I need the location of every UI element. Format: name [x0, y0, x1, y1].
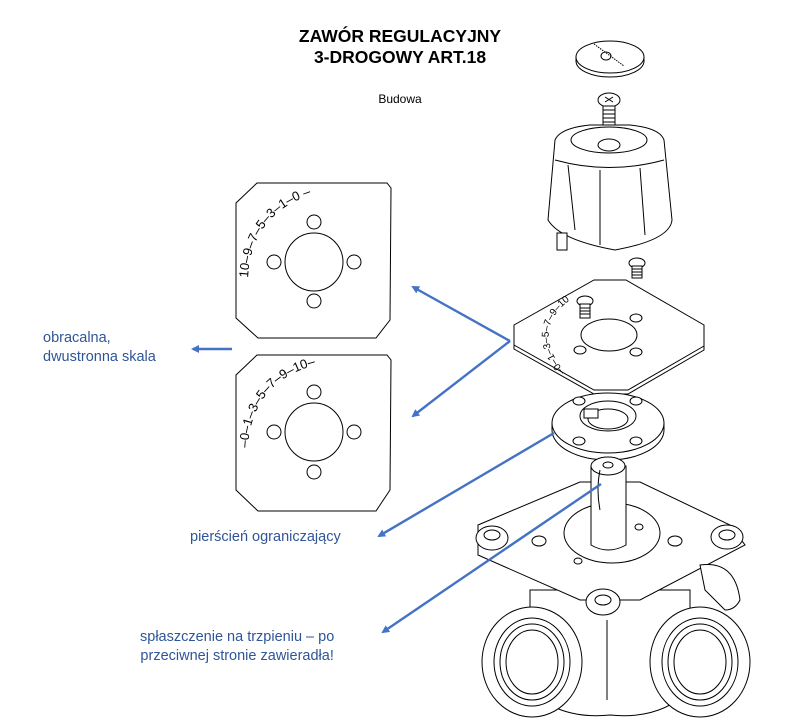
callout-arrows	[191, 285, 602, 634]
title-line-1: ZAWÓR REGULACYJNY	[298, 26, 502, 46]
callout-flat-line-2: przeciwnej stronie zawieradła!	[140, 648, 334, 664]
callout-limit-ring: pierścień ograniczający	[190, 529, 341, 545]
arrow-to-plate-side-b	[411, 340, 511, 418]
callout-scale-line-2: dwustronna skala	[43, 349, 156, 365]
valve-body	[475, 456, 751, 718]
subtitle: Budowa	[378, 92, 422, 106]
arrow-to-plate-side-a	[411, 285, 511, 343]
limit-ring	[551, 392, 665, 461]
scale-plate-side-b: –0–1–3–5–7–9–10–	[235, 353, 392, 512]
scale-marks-side-b: –0–1–3–5–7–9–10–	[236, 353, 317, 448]
scale-plate-side-a: 10–9–7–5–3–1–0 –	[235, 182, 392, 339]
title-line-2: 3-DROGOWY ART.18	[313, 47, 487, 67]
valve-cap-disc	[575, 40, 645, 78]
callout-flat-line-1: spłaszczenie na trzpieniu – po	[140, 629, 335, 645]
callout-scale-line-1: obracalna,	[43, 330, 111, 346]
small-screw-right	[628, 257, 646, 279]
callout-reversible-scale: obracalna, dwustronna skala	[43, 329, 156, 367]
arrow-to-flat-label	[381, 483, 602, 634]
handle-knob	[547, 124, 673, 251]
page-title: ZAWÓR REGULACYJNY 3-DROGOWY ART.18	[250, 26, 550, 68]
callout-stem-flat: spłaszczenie na trzpieniu – po przeciwne…	[140, 628, 334, 666]
arrow-to-ring-label	[377, 431, 555, 538]
exploded-scale-plate: –0–1–3–5–7–9–10	[513, 279, 705, 395]
scale-marks-side-a: 10–9–7–5–3–1–0 –	[236, 183, 313, 278]
